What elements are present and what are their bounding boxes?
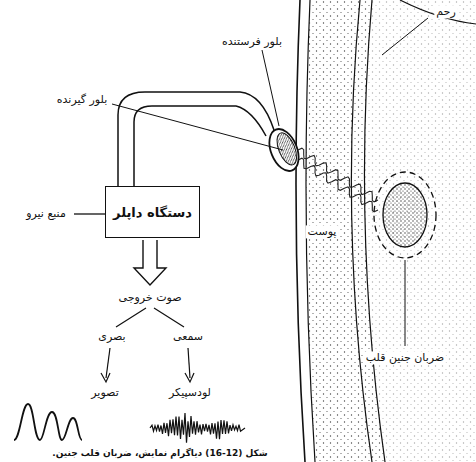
arrow-line — [188, 348, 190, 378]
output-arrow — [134, 240, 166, 285]
probe-cable — [118, 92, 274, 186]
visual-waveform — [14, 404, 82, 440]
part-label: بلور فرستنده — [220, 35, 284, 48]
part-label: بلور گیرنده — [55, 93, 109, 106]
arrow-head — [185, 373, 194, 382]
signal-label: صوت خروجی — [116, 291, 183, 304]
arrow-head — [101, 373, 110, 382]
organ-label: پوست — [306, 225, 339, 238]
organ-label: رحم — [434, 5, 457, 18]
leader-line — [382, 18, 428, 55]
leader-line — [405, 260, 406, 346]
output-label: بصری — [96, 330, 127, 343]
abdomen-stipple — [306, 0, 476, 462]
box-title: دستگاه داپلر — [113, 205, 192, 220]
leader-line — [112, 104, 283, 150]
part-label: منبع نیرو — [24, 207, 68, 220]
uterus-wall — [400, 0, 476, 24]
skin-line — [296, 0, 305, 462]
part-label: ضربان جنین قلب — [364, 351, 446, 364]
ultrasound-wave — [298, 158, 378, 212]
fetal-heart — [383, 183, 427, 247]
audio-waveform — [150, 413, 245, 443]
uterus-wall — [351, 0, 372, 462]
device-box: دستگاه داپلر — [105, 186, 200, 238]
output-label: لودسپیکر — [167, 386, 213, 399]
branch-line — [116, 308, 184, 327]
output-label: سمعی — [171, 330, 205, 343]
uterus-cavity — [364, 0, 476, 462]
probe — [264, 125, 305, 176]
heart-motion-outline — [374, 172, 436, 258]
ultrasound-wave — [298, 148, 378, 202]
figure-caption: شکل (12-16) دیاگرام نمایش، ضربان قلب جنی… — [52, 448, 267, 458]
power-line — [74, 213, 105, 214]
uterus-wall — [364, 0, 385, 462]
probe-cable — [134, 106, 266, 186]
leader-line — [262, 50, 279, 126]
ultrasound-waves — [298, 148, 378, 212]
output-label: تصویر — [89, 386, 120, 399]
